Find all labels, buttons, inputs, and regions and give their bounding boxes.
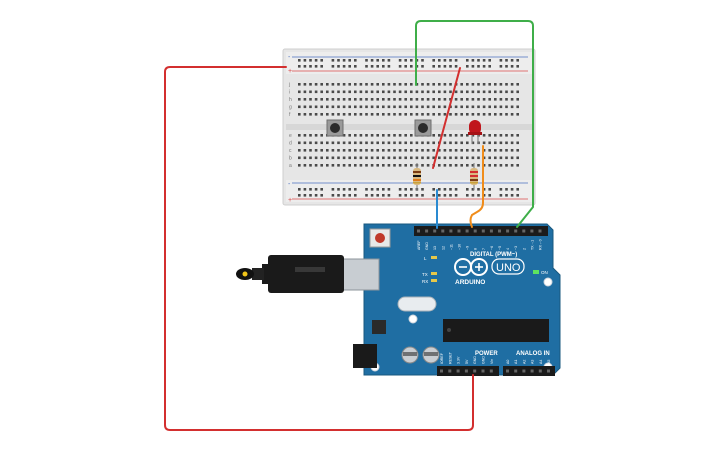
digital-pin-label: ~5 xyxy=(498,246,502,250)
power-pin-label: RESET xyxy=(448,351,452,364)
digital-pin-label: 8 xyxy=(474,248,478,250)
row-letter: b xyxy=(289,156,292,162)
digital-pin-label: ~9 xyxy=(466,246,470,250)
power-pin-label: 3.3V xyxy=(457,356,461,364)
digital-label: DIGITAL (PWM~) xyxy=(470,252,517,258)
wire-red-jumper xyxy=(432,67,461,169)
digital-pin-label: 4 xyxy=(506,248,510,250)
atmega-chip xyxy=(443,319,549,342)
analog-pin-label: A5 xyxy=(547,360,551,364)
power-label: POWER xyxy=(475,351,498,357)
row-letter: f xyxy=(289,112,291,118)
power-pin-label: GND xyxy=(473,356,477,364)
on-label: ON xyxy=(541,270,548,275)
digital-header[interactable] xyxy=(414,226,548,236)
resistor-1[interactable] xyxy=(413,163,421,190)
uno-badge xyxy=(491,258,525,275)
usb-icon xyxy=(242,271,248,277)
power-jack xyxy=(353,344,377,368)
power-header[interactable] xyxy=(437,366,499,376)
digital-pin-label: ~6 xyxy=(490,246,494,250)
usb-port xyxy=(342,258,380,291)
digital-pin-label: 2 xyxy=(522,248,526,250)
rail-minus-label: - xyxy=(288,54,291,61)
resistor-2[interactable] xyxy=(470,163,478,190)
wire-red-5v xyxy=(164,66,474,431)
power-pin-label: 5V xyxy=(465,359,469,364)
arduino-brand-text: ARDUINO xyxy=(455,279,485,286)
rail-plus-label-bottom: + xyxy=(288,197,292,204)
digital-pin-label: ~11 xyxy=(449,244,453,250)
analog-pin-label: A0 xyxy=(506,360,510,364)
row-letter: i xyxy=(289,90,290,96)
analog-pin-label: A3 xyxy=(531,360,535,364)
row-letter: c xyxy=(289,148,292,154)
digital-pin-label: AREF xyxy=(417,240,421,250)
arduino-uno-board[interactable]: AREF GND 13 12 ~11 ~10 ~9 8 7 ~6 ~5 4 ~3 2 TX→1 RX←0IOR… xyxy=(342,223,561,376)
row-letter: j xyxy=(288,82,290,88)
rail-minus-label-bottom: - xyxy=(288,181,291,188)
row-letter: g xyxy=(289,105,292,111)
wire-green xyxy=(415,20,534,228)
row-letter: e xyxy=(289,133,292,139)
power-pin-label: GND xyxy=(482,356,486,364)
digital-pin-label: ~10 xyxy=(458,244,462,250)
reset-button[interactable] xyxy=(369,228,391,248)
analog-header[interactable] xyxy=(503,366,555,376)
uno-text: UNO xyxy=(496,262,521,274)
digital-pin-label: GND xyxy=(425,242,429,250)
analog-pin-label: A2 xyxy=(522,360,526,364)
analog-pin-label: A1 xyxy=(514,360,518,364)
digital-pin-label: 7 xyxy=(482,248,486,250)
wires[interactable] xyxy=(164,20,534,431)
digital-pin-label: ~3 xyxy=(514,246,518,250)
row-letter: d xyxy=(289,141,292,147)
power-pin-label: IOREF xyxy=(440,352,444,364)
led-rx-label: RX xyxy=(422,279,428,284)
row-letter: h xyxy=(289,97,292,103)
analog-in-label: ANALOG IN xyxy=(516,351,550,357)
usb-cable[interactable] xyxy=(236,255,344,293)
led-red[interactable] xyxy=(468,120,482,144)
digital-pin-label: 13 xyxy=(433,246,437,250)
digital-pin-label: 12 xyxy=(441,246,445,250)
rail-plus-label: + xyxy=(288,68,292,75)
crystal-oscillator xyxy=(397,296,437,312)
digital-pin-label: RX←0 xyxy=(539,239,543,250)
wire-orange xyxy=(469,145,484,228)
led-l-label: L xyxy=(424,256,427,261)
led-tx-label: TX xyxy=(422,272,428,277)
breadboard-holes xyxy=(298,59,519,197)
pushbutton-2[interactable] xyxy=(414,119,432,137)
digital-pin-label: TX→1 xyxy=(530,240,534,250)
pushbutton-1[interactable] xyxy=(326,119,344,137)
analog-pin-label: A4 xyxy=(539,360,543,364)
arduino-logo xyxy=(454,258,488,276)
power-pin-label: Vin xyxy=(490,359,494,364)
row-letter: a xyxy=(289,163,292,169)
